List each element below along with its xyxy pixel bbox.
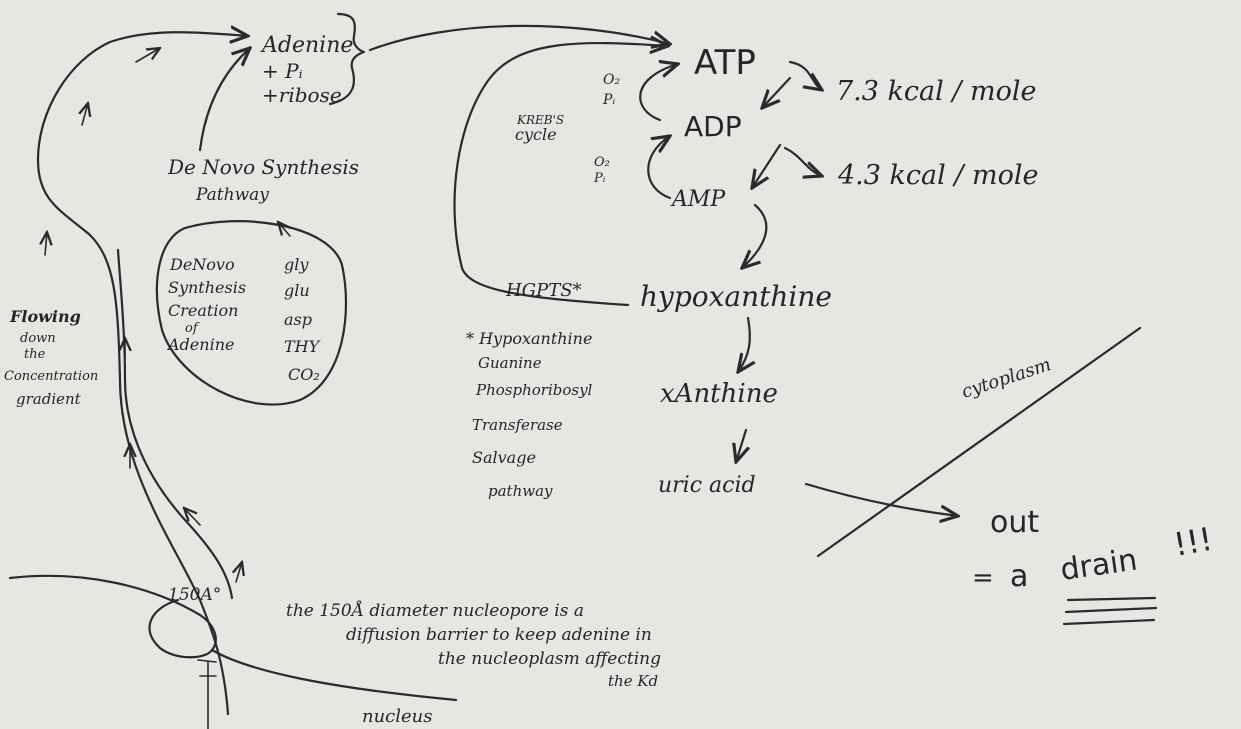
oval-right-3: THY — [284, 337, 321, 356]
pi-top-label: Pᵢ — [602, 92, 615, 108]
hgpts-label: HGPTS* — [505, 280, 582, 301]
drain-a: a — [1010, 559, 1028, 594]
adenine-to-atp-arrow — [368, 24, 670, 52]
o2-bottom-label: O₂ — [594, 155, 610, 170]
hypoxanthine-label: hypoxanthine — [640, 280, 832, 313]
transport-curve-left — [36, 32, 248, 716]
denovo-oval — [155, 220, 348, 406]
xanthine-to-uric-arrow — [736, 428, 746, 462]
flowing-2: the — [24, 347, 46, 362]
small-arrow-7 — [236, 562, 242, 583]
ribose-label: +ribose — [262, 83, 342, 107]
energy-1-arrow — [788, 60, 822, 90]
flowing-4: gradient — [16, 390, 82, 408]
oval-left-4: Adenine — [166, 335, 234, 354]
drain-equals: = — [972, 563, 994, 593]
oval-left-2: Creation — [168, 301, 238, 320]
uric-to-out-arrow — [804, 482, 958, 516]
small-arrow-3 — [45, 232, 47, 256]
salvage-loop-arrow — [453, 43, 668, 307]
drain-underline-2 — [1064, 606, 1158, 614]
adp-label: ADP — [684, 110, 742, 143]
small-arrow-6 — [184, 508, 201, 526]
oval-right-4: CO₂ — [288, 365, 320, 384]
pore-size-label: 150A° — [168, 585, 221, 605]
denovo-title-line2: Pathway — [195, 185, 269, 205]
nucleus-label: nucleus — [362, 706, 433, 727]
footnote-0: * Hypoxanthine — [466, 329, 592, 348]
pore-note-line1: the 150Å diameter nucleopore is a — [286, 600, 584, 621]
amp-to-hypoxanthine-arrow — [742, 203, 768, 268]
energy-atp-label: 7.3 kcal / mole — [836, 76, 1036, 107]
footnote-3: Transferase — [472, 416, 563, 434]
hypoxanthine-to-xanthine-arrow — [738, 316, 750, 372]
atp-to-adp-arrow — [762, 76, 792, 108]
flowing-0: Flowing — [9, 307, 81, 326]
adp-to-atp-arc — [639, 64, 678, 122]
flowing-3: Concentration — [4, 369, 98, 384]
denovo-to-adenine-arrow — [198, 48, 250, 152]
footnote-2: Phosphoribosyl — [475, 381, 593, 399]
krebs-label-line2: cycle — [515, 125, 557, 144]
cytoplasm-label: cytoplasm — [959, 354, 1054, 403]
pore-note-line2: diffusion barrier to keep adenine in — [346, 625, 652, 645]
pi-bottom-label: Pᵢ — [593, 171, 606, 186]
pore-line — [197, 659, 217, 663]
oval-left-0: DeNovo — [169, 255, 235, 274]
adenine-brace — [328, 12, 366, 106]
pore-note-line4: the Kd — [608, 672, 658, 690]
oval-right-1: glu — [284, 281, 310, 300]
energy-adp-label: 4.3 kcal / mole — [837, 160, 1038, 191]
pore-note-line3: the nucleoplasm affecting — [438, 649, 661, 669]
denovo-title-line1: De Novo Synthesis — [167, 155, 359, 179]
drain-underline-1 — [1066, 596, 1157, 602]
amp-label: AMP — [670, 187, 726, 212]
oval-right-2: asp — [284, 310, 312, 329]
footnote-4: Salvage — [472, 448, 536, 467]
cytoplasm-boundary-line — [816, 326, 1142, 558]
nuclear-envelope-left — [8, 574, 217, 659]
drain-underline-3 — [1062, 618, 1156, 626]
adp-to-amp-arrow — [752, 143, 782, 188]
oval-right-0: gly — [284, 255, 309, 274]
atp-label: ATP — [694, 43, 756, 83]
flowing-1: down — [20, 331, 56, 346]
transport-curve-inner — [116, 248, 234, 600]
adenine-label: Adenine — [260, 33, 353, 58]
footnote-1: Guanine — [478, 354, 542, 372]
amp-to-adp-arc — [647, 136, 670, 200]
out-label: out — [990, 505, 1039, 540]
nuclear-envelope-right — [210, 648, 458, 702]
small-arrow-2 — [82, 103, 88, 126]
o2-top-label: O₂ — [603, 72, 620, 88]
krebs-label-line1: KREB'S — [516, 113, 564, 127]
drain-exclamation: !!! — [1171, 520, 1215, 564]
energy-2-arrow — [783, 146, 822, 176]
pi-label: + Pᵢ — [262, 59, 303, 83]
xanthine-label: xAnthine — [660, 379, 778, 409]
drain-word: drain — [1058, 543, 1139, 588]
oval-left-3: of — [185, 321, 200, 336]
oval-left-1: Synthesis — [168, 278, 246, 297]
small-arrow-1 — [135, 48, 160, 63]
uric-acid-label: uric acid — [658, 473, 756, 498]
footnote-5: pathway — [488, 482, 553, 500]
